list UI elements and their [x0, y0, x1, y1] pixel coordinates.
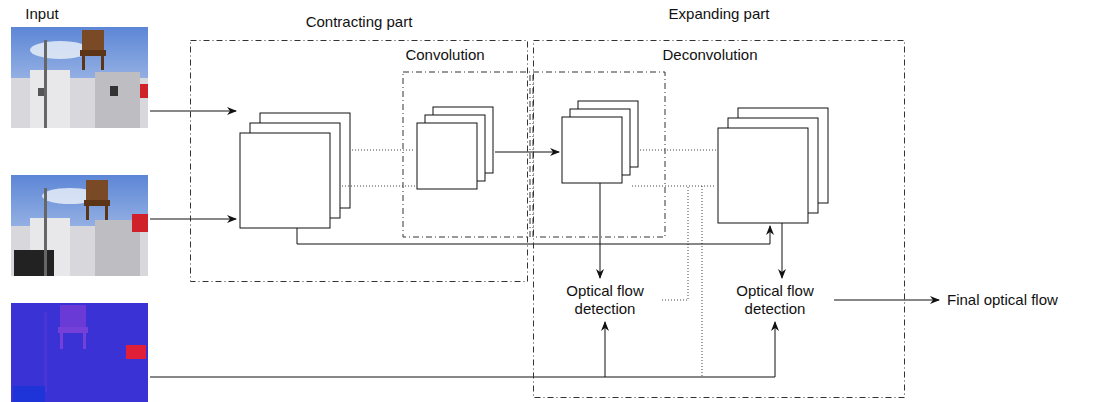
region-outline: [533, 40, 905, 398]
feature-stack: [417, 107, 493, 189]
region-outline: [190, 40, 528, 282]
section-label: Input: [25, 5, 58, 23]
region-box: Expanding partOptical flow detectionOpti…: [533, 40, 905, 398]
part-heading: Expanding part: [533, 5, 905, 23]
flow-arrow: [150, 111, 782, 377]
region-border: [191, 41, 528, 282]
input-frame: [11, 27, 148, 128]
group-frame: [403, 72, 530, 237]
process-label: Final optical flow: [945, 291, 1060, 309]
dotted-link: [342, 150, 716, 376]
process-text: Optical flow detection: [552, 282, 658, 318]
section-label: Deconvolution: [662, 46, 757, 64]
input-frame: [11, 175, 148, 276]
process-label: Optical flow detection: [720, 282, 830, 318]
process-text: Final optical flow: [947, 291, 1058, 309]
process-text: Optical flow detection: [722, 282, 828, 318]
section-label: Convolution: [405, 46, 484, 64]
flow-image: [11, 303, 148, 402]
group-frame: [533, 72, 665, 237]
feature-stack: [240, 113, 350, 228]
region-border: [534, 41, 905, 398]
region-box: Contracting part: [190, 40, 528, 282]
feature-stack: [562, 101, 638, 183]
feature-stack: [718, 108, 828, 223]
output-arrow: [834, 300, 939, 301]
process-label: Optical flow detection: [550, 282, 660, 318]
part-heading: Contracting part: [190, 13, 528, 31]
